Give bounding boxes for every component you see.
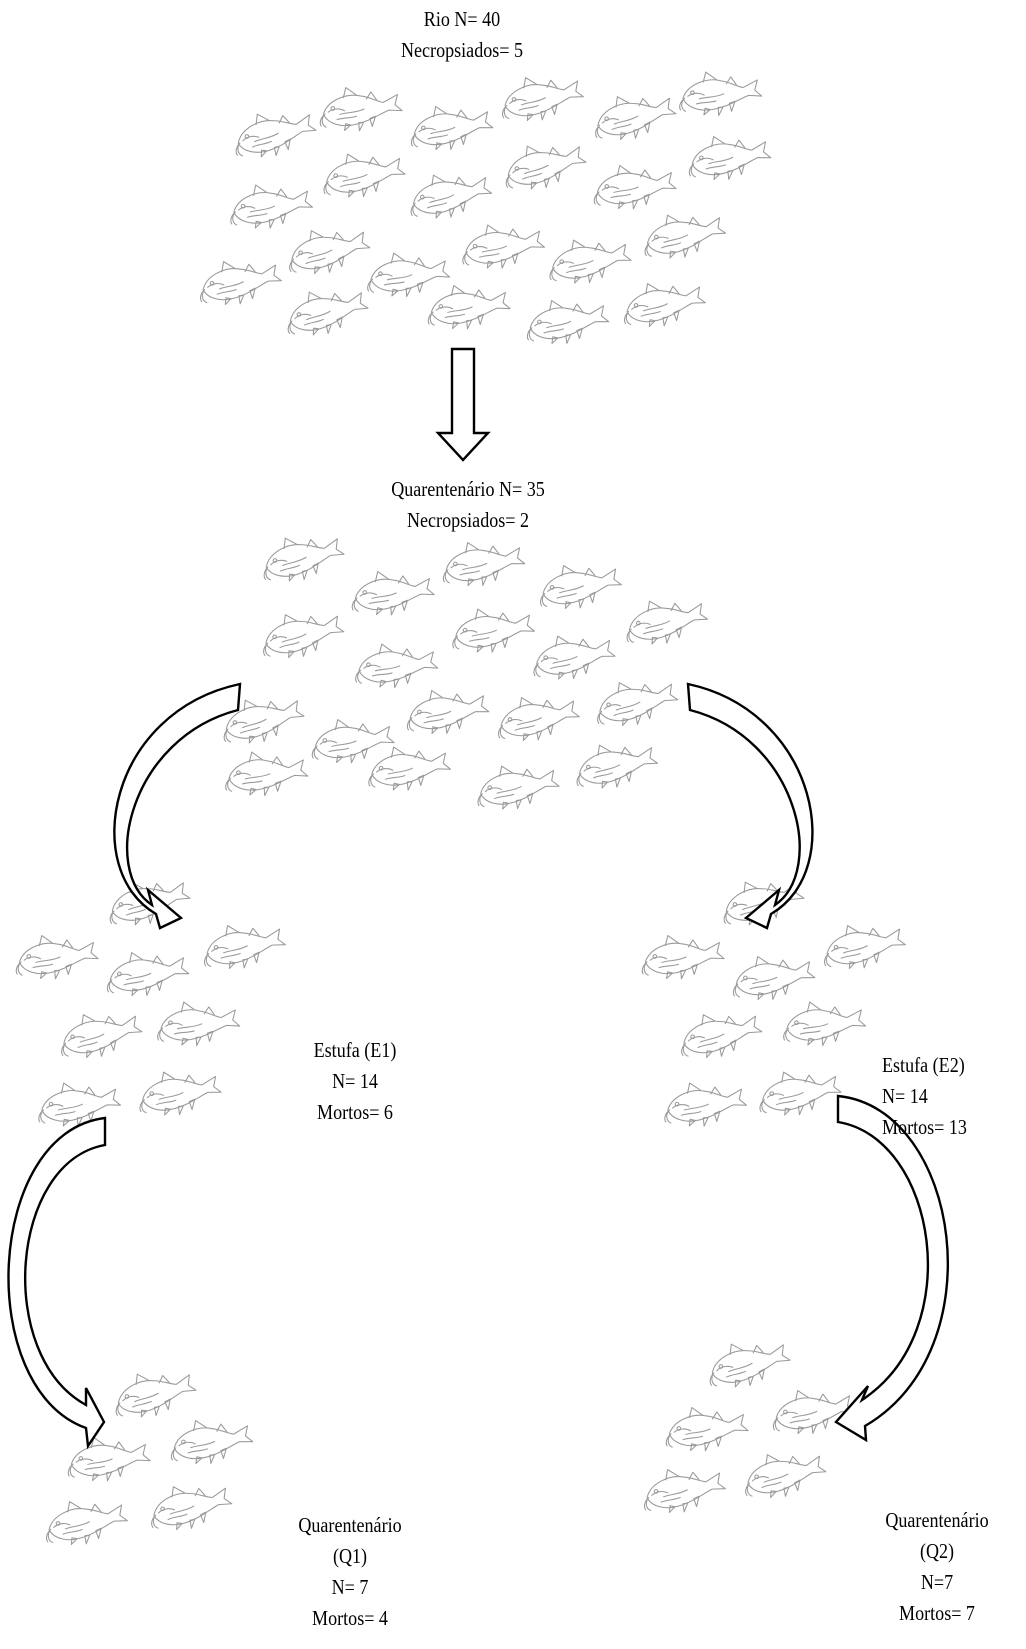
e2-title: Estufa (E2) <box>882 1053 965 1077</box>
quarantine-necropsied: Necropsiados= 2 <box>406 508 530 532</box>
rio-count: Rio N= 40 <box>423 7 501 31</box>
e2-label: Estufa (E2) N= 14 Mortos= 13 <box>882 1050 1006 1143</box>
fish-icon <box>154 997 242 1049</box>
fish-icon <box>194 252 285 311</box>
rio-label: Rio N= 40 Necropsiados= 5 <box>342 4 583 66</box>
q2-label: Quarentenário (Q2) N=7 Mortos= 7 <box>864 1505 1010 1629</box>
fish-icon <box>458 218 547 273</box>
e1-title: Estufa (E1) <box>313 1038 397 1062</box>
q2-count: N=7 <box>920 1570 954 1594</box>
fish-icon <box>438 535 528 591</box>
curved-arrow-icon <box>113 682 242 930</box>
fish-icon <box>638 205 729 265</box>
fish-icon <box>544 232 634 289</box>
fish-icon <box>638 930 727 983</box>
q2-dead: Mortos= 7 <box>899 1601 975 1625</box>
quarantine-label: Quarentenário N= 35 Necropsiados= 2 <box>330 474 605 536</box>
fish-icon <box>54 1003 146 1065</box>
fish-icon <box>102 945 192 1001</box>
fish-icon <box>402 683 492 739</box>
fish-icon <box>448 602 537 657</box>
q1-code: (Q1) <box>332 1544 368 1568</box>
fish-icon <box>818 916 909 975</box>
fish-icon <box>662 1402 751 1455</box>
fish-icon <box>308 714 397 767</box>
fish-icon <box>12 930 101 983</box>
fish-icon <box>660 1076 749 1131</box>
fish-icon <box>588 85 680 147</box>
fish-icon <box>590 671 682 733</box>
fish-icon <box>134 1064 224 1121</box>
e2-count: N= 14 <box>882 1084 928 1108</box>
fish-icon <box>618 274 709 333</box>
fish-icon <box>318 146 408 203</box>
fish-icon <box>522 293 612 349</box>
fish-icon <box>364 248 452 300</box>
fish-icon <box>228 102 320 164</box>
fish-icon <box>754 1064 844 1121</box>
e2-dead: Mortos= 13 <box>882 1115 967 1139</box>
q1-dead: Mortos= 4 <box>312 1606 388 1630</box>
fish-icon <box>40 1492 131 1551</box>
fish-icon <box>406 99 496 155</box>
e1-label: Estufa (E1) N= 14 Mortos= 6 <box>282 1035 428 1128</box>
fish-icon <box>472 758 562 815</box>
e1-dead: Mortos= 6 <box>317 1100 393 1124</box>
fish-icon <box>498 134 590 196</box>
fish-icon <box>166 1413 256 1469</box>
fish-icon <box>492 688 583 747</box>
fish-icon <box>64 1432 153 1485</box>
fish-icon <box>534 556 625 615</box>
curved-arrow-icon <box>7 1116 107 1450</box>
fish-icon <box>570 735 661 795</box>
fish-icon <box>352 639 440 691</box>
fish-icon <box>222 747 310 799</box>
fish-icon <box>364 740 453 795</box>
fish-icon <box>34 1076 123 1131</box>
fish-icon <box>256 526 348 588</box>
fish-icon <box>108 1362 200 1424</box>
q1-title: Quarentenário <box>298 1513 402 1537</box>
fish-icon <box>316 82 405 135</box>
fish-icon <box>780 997 868 1049</box>
fish-icon <box>198 916 289 975</box>
fish-icon <box>280 280 372 342</box>
fish-groups <box>12 67 909 1551</box>
fish-icon <box>144 1475 236 1537</box>
quarantine-count: Quarentenário N= 35 <box>391 477 545 501</box>
e1-count: N= 14 <box>332 1069 378 1093</box>
fish-icon <box>528 628 618 685</box>
fish-icon <box>496 68 587 127</box>
q1-label: Quarentenário (Q1) N= 7 Mortos= 4 <box>277 1510 423 1634</box>
fish-icon <box>638 1460 729 1519</box>
curved-arrow-icon <box>686 682 814 930</box>
fish-icon <box>424 280 513 333</box>
fish-icon <box>404 165 495 225</box>
q2-code: (Q2) <box>919 1539 955 1563</box>
q2-title: Quarentenário <box>885 1508 989 1532</box>
fish-icon <box>348 566 437 619</box>
fish-icon <box>590 160 679 213</box>
curved-arrow-icon <box>834 1094 950 1443</box>
fish-icon <box>226 178 315 233</box>
fish-icon <box>768 1383 858 1439</box>
fish-icon <box>702 1332 794 1394</box>
q1-count: N= 7 <box>331 1575 369 1599</box>
fish-icon <box>256 603 348 665</box>
fish-icon <box>738 1443 830 1505</box>
rio-necropsied: Necropsiados= 5 <box>400 38 524 62</box>
fish-icon <box>620 591 711 651</box>
fish-icon <box>684 129 774 185</box>
fish-icon <box>728 949 818 1005</box>
down-arrow-icon <box>435 347 491 462</box>
fish-icon <box>282 219 374 281</box>
fish-icon <box>676 67 764 119</box>
fish-icon <box>674 1003 766 1065</box>
